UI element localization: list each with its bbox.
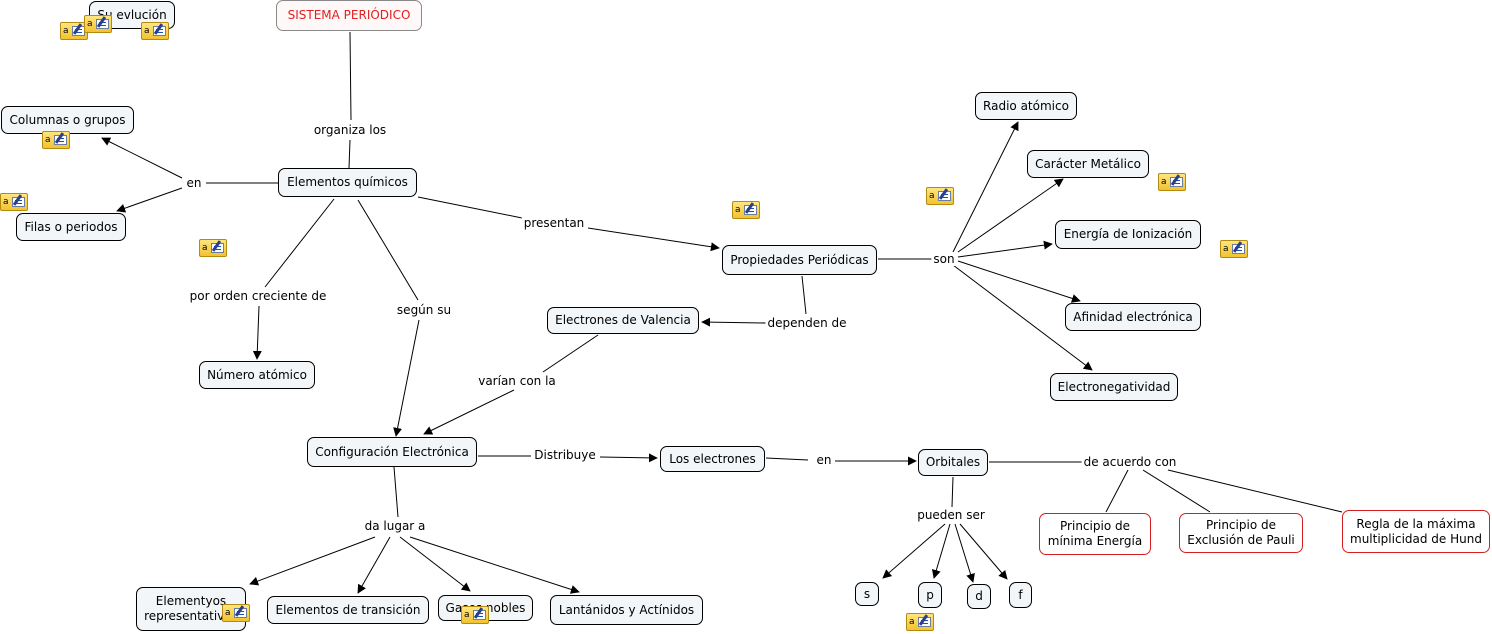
link-organiza-los[interactable]: organiza los bbox=[311, 123, 389, 137]
note-icon[interactable]: a bbox=[222, 604, 250, 622]
note-icon[interactable]: a bbox=[926, 187, 954, 205]
concept-sistema-periodico[interactable]: SISTEMA PERIÓDICO bbox=[276, 0, 422, 31]
concept-elementos-de-transicion[interactable]: Elementos de transición bbox=[267, 596, 429, 624]
note-icon[interactable]: a bbox=[906, 613, 934, 631]
note-icon[interactable]: a bbox=[42, 131, 70, 149]
concept-principio-minima-energia[interactable]: Principio de mínima Energía bbox=[1039, 513, 1151, 555]
concept-regla-hund[interactable]: Regla de la máxima multiplicidad de Hund bbox=[1342, 510, 1490, 553]
note-icon[interactable]: a bbox=[461, 606, 489, 624]
concept-caracter-metalico[interactable]: Carácter Metálico bbox=[1027, 150, 1149, 178]
concept-afinidad-electronica[interactable]: Afinidad electrónica bbox=[1065, 303, 1201, 331]
link-son[interactable]: son bbox=[931, 252, 957, 266]
concept-propiedades-periodicas[interactable]: Propiedades Periódicas bbox=[722, 245, 877, 275]
concept-electrones-de-valencia[interactable]: Electrones de Valencia bbox=[547, 307, 699, 334]
note-icon[interactable]: a bbox=[1220, 240, 1248, 258]
concept-filas-o-periodos[interactable]: Filas o periodos bbox=[16, 213, 126, 241]
concept-numero-atomico[interactable]: Número atómico bbox=[199, 361, 315, 389]
concept-electronegatividad[interactable]: Electronegatividad bbox=[1050, 373, 1178, 401]
link-en-orbitales[interactable]: en bbox=[814, 453, 834, 467]
concept-los-electrones[interactable]: Los electrones bbox=[660, 446, 765, 472]
concept-principio-exclusion-pauli[interactable]: Principio de Exclusión de Pauli bbox=[1179, 513, 1303, 553]
concept-radio-atomico[interactable]: Radio atómico bbox=[975, 92, 1077, 120]
note-icon[interactable]: a bbox=[141, 22, 169, 40]
note-icon[interactable]: a bbox=[199, 239, 227, 257]
concept-orbitales[interactable]: Orbitales bbox=[918, 449, 988, 476]
concept-orbital-d[interactable]: d bbox=[967, 584, 991, 609]
note-icon[interactable]: a bbox=[0, 193, 28, 211]
link-da-lugar-a[interactable]: da lugar a bbox=[362, 519, 428, 533]
link-presentan[interactable]: presentan bbox=[521, 216, 587, 230]
concept-energia-ionizacion[interactable]: Energía de Ionización bbox=[1055, 220, 1201, 249]
link-distribuye[interactable]: Distribuye bbox=[532, 448, 598, 462]
concept-lantanidos-actinidos[interactable]: Lantánidos y Actínidos bbox=[550, 595, 703, 625]
concept-configuracion-electronica[interactable]: Configuración Electrónica bbox=[307, 437, 477, 467]
link-por-orden-creciente[interactable]: por orden creciente de bbox=[187, 289, 329, 303]
link-de-acuerdo-con[interactable]: de acuerdo con bbox=[1081, 455, 1179, 469]
note-icon[interactable]: a bbox=[1158, 173, 1186, 191]
note-icon[interactable]: a bbox=[84, 15, 112, 33]
link-en-filas-columnas[interactable]: en bbox=[184, 176, 204, 190]
concept-elementos-quimicos[interactable]: Elementos químicos bbox=[278, 168, 417, 197]
concept-orbital-p[interactable]: p bbox=[918, 582, 942, 608]
link-dependen-de[interactable]: dependen de bbox=[765, 316, 849, 330]
link-pueden-ser[interactable]: pueden ser bbox=[915, 508, 987, 522]
concept-elementos-representativos[interactable]: Elementyos representativos bbox=[136, 587, 246, 631]
concept-columnas-o-grupos[interactable]: Columnas o grupos bbox=[1, 106, 134, 134]
link-varian-con-la[interactable]: varían con la bbox=[476, 374, 558, 388]
note-icon[interactable]: a bbox=[732, 201, 760, 219]
concept-orbital-f[interactable]: f bbox=[1009, 582, 1032, 608]
concept-orbital-s[interactable]: s bbox=[855, 582, 879, 606]
link-segun-su[interactable]: según su bbox=[394, 303, 454, 317]
